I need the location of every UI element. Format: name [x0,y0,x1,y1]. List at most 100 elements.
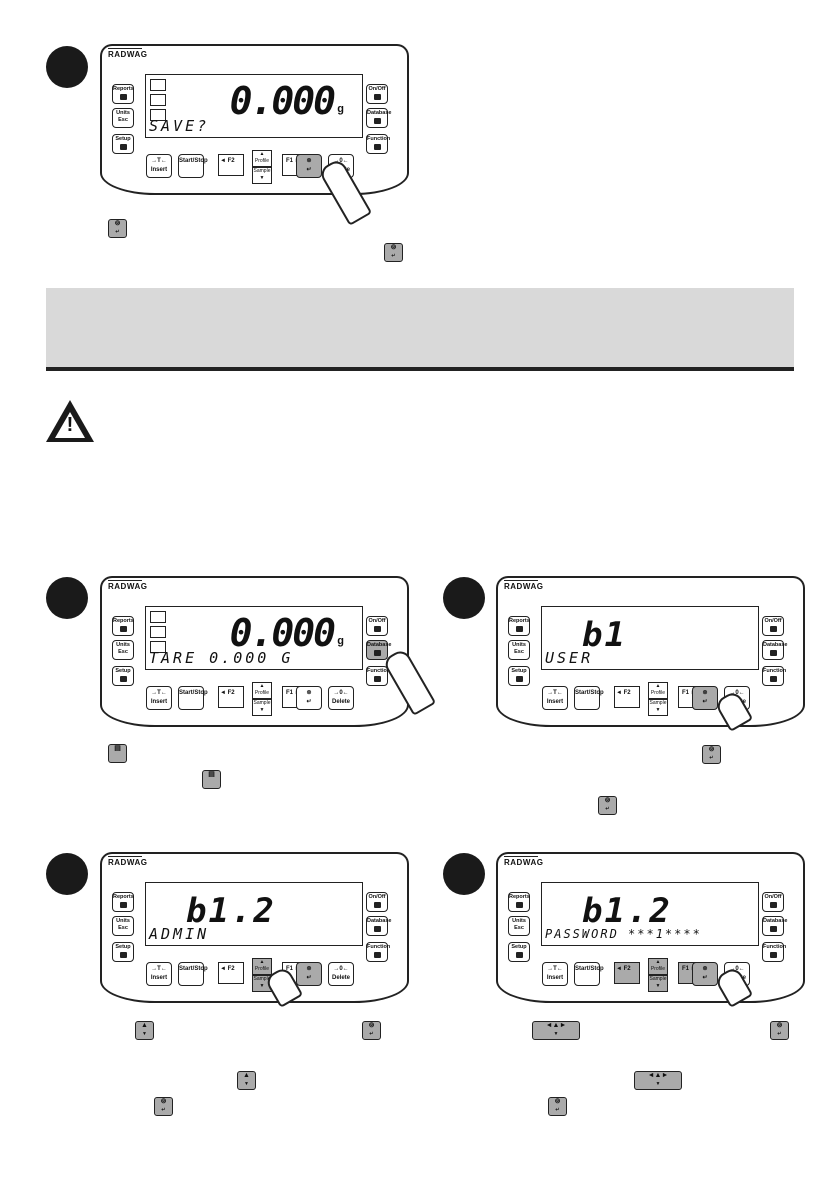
sample-down-button[interactable]: Sample▼ [252,167,272,184]
esc-label: Esc [118,117,128,123]
print-enter-button[interactable]: ⊚↵ [296,686,322,710]
profile-up-button[interactable]: ▲Profile [648,682,668,699]
setup-label: Setup [115,668,131,674]
database-label: Database [367,110,392,116]
onoff-button[interactable]: On/Off [366,616,388,636]
print-enter-button[interactable]: ⊚↵ [296,962,322,986]
esc-label: Esc [118,925,128,931]
profile-sample-arrows[interactable]: ▲Profile Sample▼ [638,958,678,994]
function-button[interactable]: Function [762,942,786,962]
reports-button[interactable]: Reports [112,892,134,912]
reports-icon [515,902,523,908]
zero-button[interactable]: →0←Delete [328,962,354,986]
database-button[interactable]: Database [366,916,392,936]
up-down-key-icon: ▲▼ [135,1021,154,1040]
step-marker-5 [443,853,485,895]
profile-up-button[interactable]: ▲Profile [252,682,272,699]
tare-button[interactable]: →T←Insert [542,686,568,710]
setup-button[interactable]: Setup [112,942,134,962]
f2-button[interactable] [218,686,244,708]
setup-button[interactable]: Setup [112,134,134,154]
tare-button[interactable]: →T←Insert [146,154,172,178]
ok-icon [150,109,166,121]
f2-button[interactable] [614,962,640,984]
startstop-button[interactable]: Start/Stop [178,154,208,178]
database-label: Database [367,918,392,924]
function-icon [769,676,777,682]
lcd-display: b1 USER [541,606,759,670]
setup-button[interactable]: Setup [508,942,530,962]
reports-button[interactable]: Reports [112,84,134,104]
function-button[interactable]: Function [366,134,390,154]
function-icon [373,144,381,150]
database-button[interactable]: Database [762,916,788,936]
reports-button[interactable]: Reports [508,616,530,636]
profile-sample-arrows[interactable]: ▲Profile Sample▼ [242,682,282,718]
print-enter-button[interactable]: ⊚↵ [692,962,718,986]
sample-down-button[interactable]: Sample▼ [648,975,668,992]
step-marker-4 [46,853,88,895]
sample-down-button[interactable]: Sample▼ [648,699,668,716]
profile-label: Profile [254,158,270,164]
function-button[interactable]: Function [366,666,390,686]
startstop-button[interactable]: Start/Stop [574,962,604,986]
startstop-button[interactable]: Start/Stop [178,686,208,710]
logo-bar [504,580,538,581]
profile-sample-arrows[interactable]: ▲Profile Sample▼ [242,150,282,186]
tare-button[interactable]: →T←Insert [146,686,172,710]
f2-label: ◄ F2 [616,690,631,696]
tare-button[interactable]: →T←Insert [542,962,568,986]
database-button[interactable]: Database [366,108,392,128]
esc-label: Esc [514,925,524,931]
print-enter-button[interactable]: ⊚↵ [296,154,322,178]
print-enter-button[interactable]: ⊚↵ [692,686,718,710]
reports-button[interactable]: Reports [112,616,134,636]
reports-button[interactable]: Reports [508,892,530,912]
setup-button[interactable]: Setup [508,666,530,686]
f1-label: F1 ► [286,158,301,164]
brand-logo: RADWAG [108,858,148,867]
tare-label: →T← [151,966,167,972]
f2-button[interactable] [614,686,640,708]
profile-up-button[interactable]: ▲Profile [648,958,668,975]
zero-button[interactable]: →0←Delete [328,686,354,710]
database-button[interactable]: Database [366,640,391,660]
setup-button[interactable]: Setup [112,666,134,686]
profile-icon [150,611,166,623]
setup-label: Setup [115,944,131,950]
f2-button[interactable] [218,154,244,176]
f2-button[interactable] [218,962,244,984]
onoff-button[interactable]: On/Off [762,892,784,912]
profile-sample-arrows[interactable]: ▲Profile Sample▼ [242,958,282,994]
sample-down-button[interactable]: Sample▼ [252,699,272,716]
startstop-button[interactable]: Start/Stop [574,686,604,710]
profile-up-button[interactable]: ▲Profile [252,958,272,975]
function-button[interactable]: Function [762,666,786,686]
tare-button[interactable]: →T←Insert [146,962,172,986]
database-label: Database [763,918,788,924]
startstop-button[interactable]: Start/Stop [178,962,208,986]
reports-icon [119,902,127,908]
profile-icon [150,79,166,91]
enter-key-icon: ⊚↵ [702,745,721,764]
delete-label: Delete [331,699,350,705]
onoff-button[interactable]: On/Off [366,84,388,104]
esc-label: Esc [514,649,524,655]
enter-key-icon: ⊚↵ [770,1021,789,1040]
onoff-button[interactable]: On/Off [366,892,388,912]
unit-readout: g [337,635,344,647]
profile-sample-arrows[interactable]: ▲Profile Sample▼ [638,682,678,718]
onoff-button[interactable]: On/Off [762,616,784,636]
profile-up-button[interactable]: ▲Profile [252,150,272,167]
database-button[interactable]: Database [762,640,787,660]
insert-label: Insert [150,699,168,705]
function-button[interactable]: Function [366,942,390,962]
reports-label: Reports [509,894,530,900]
